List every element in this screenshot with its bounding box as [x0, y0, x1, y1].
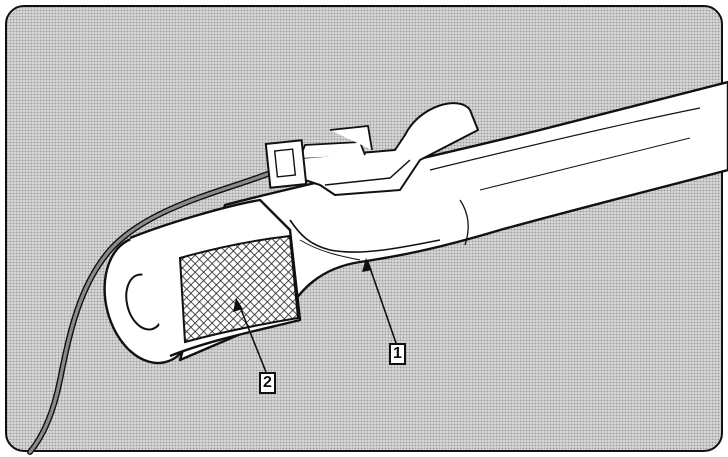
leader-arrow-1 — [362, 258, 372, 272]
leader-arrow-2 — [233, 298, 243, 312]
cable-connector — [264, 139, 308, 189]
callout-2-label: 2 — [259, 372, 276, 394]
leader-line-1 — [367, 261, 397, 344]
mount-bracket — [289, 102, 479, 196]
grip-contour-highlight — [479, 137, 691, 191]
bracket-rail — [324, 159, 411, 186]
grip-contour-upper — [429, 107, 701, 171]
bracket-tab-rear — [329, 125, 373, 151]
grip-body — [178, 80, 728, 362]
grip-contour-lower — [459, 199, 469, 246]
leader-line-2 — [237, 301, 267, 373]
grip-contour-neck — [289, 219, 441, 253]
grip-contour-ridge — [299, 239, 361, 261]
cable-fill — [28, 168, 280, 454]
textured-grip-pad — [178, 234, 300, 344]
callout-1-label: 1 — [389, 343, 406, 365]
cable-connector-inner — [273, 148, 297, 178]
